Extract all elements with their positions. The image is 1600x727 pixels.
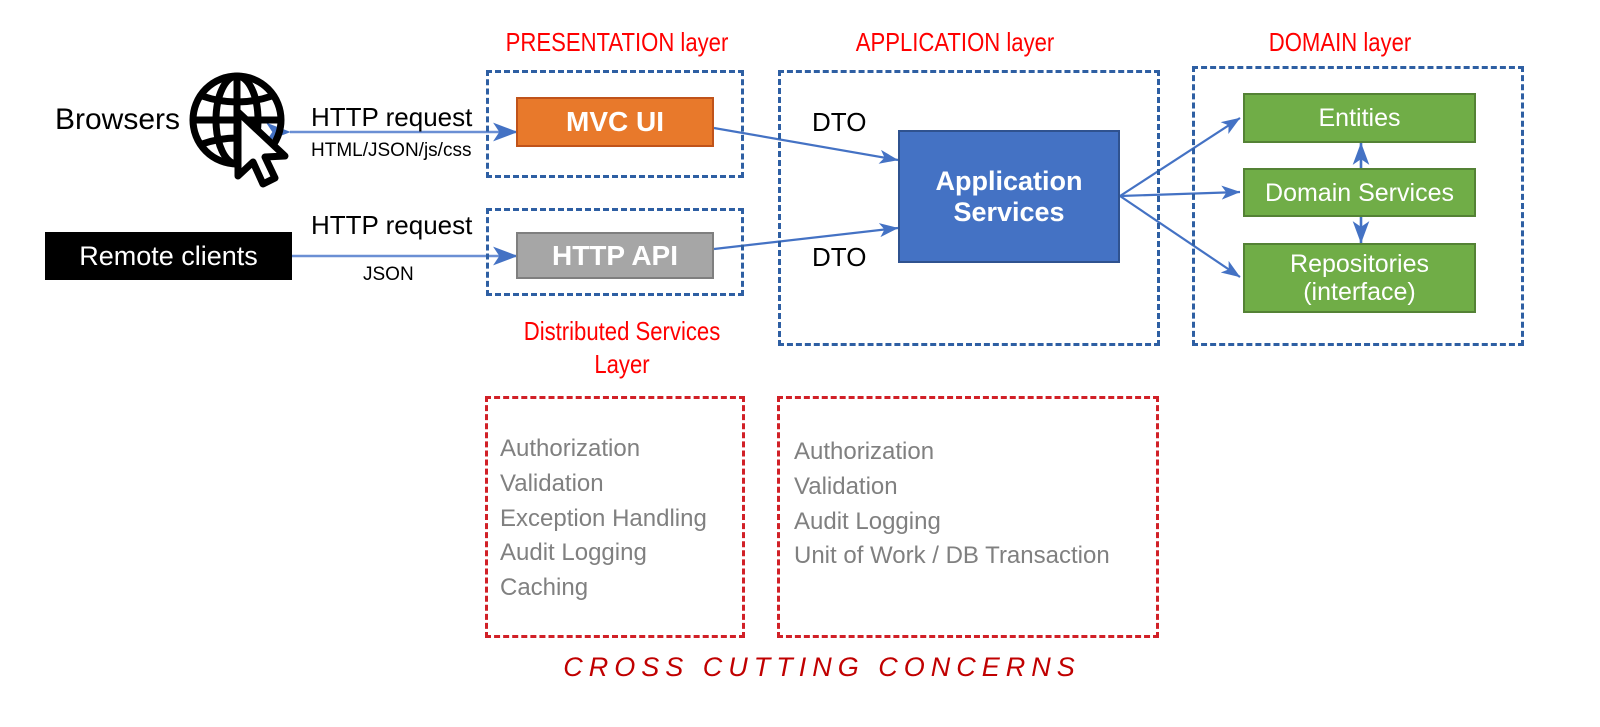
domain-services-label: Domain Services	[1265, 178, 1454, 207]
presentation-cross-cutting-list: Authorization Validation Exception Handl…	[500, 432, 707, 606]
ccc-item: Validation	[794, 472, 898, 500]
dto-bottom-label: DTO	[812, 242, 867, 272]
application-services-label: Application Services	[935, 166, 1083, 227]
presentation-api-container	[486, 208, 744, 296]
application-layer-container	[778, 70, 1160, 346]
application-cross-cutting-box	[777, 396, 1159, 638]
presentation-layer-title: PRESENTATION layer	[505, 27, 729, 57]
repositories-label: Repositories (interface)	[1290, 250, 1429, 306]
ccc-item: Audit Logging	[794, 507, 941, 535]
presentation-cross-cutting-box	[485, 396, 745, 638]
ccc-item: Unit of Work / DB Transaction	[794, 542, 1110, 570]
remote-clients-label: Remote clients	[79, 240, 258, 271]
http-api-box: HTTP API	[516, 232, 714, 279]
entities-label: Entities	[1318, 104, 1401, 132]
entities-box: Entities	[1243, 93, 1476, 143]
ccc-item: Audit Logging	[500, 539, 647, 567]
repositories-box: Repositories (interface)	[1243, 243, 1476, 313]
ccc-item: Authorization	[794, 438, 935, 465]
mouse-cursor-icon	[234, 108, 289, 188]
domain-layer-title: DOMAIN layer	[1268, 27, 1412, 57]
ccc-item: Caching	[500, 574, 589, 602]
application-cross-cutting-list: Authorization Validation Audit Logging U…	[794, 435, 1110, 574]
mvc-ui-box: MVC UI	[516, 97, 714, 147]
ccc-item: Exception Handling	[500, 504, 707, 532]
ccc-item: Authorization	[500, 435, 641, 462]
cross-cutting-concerns-banner: CROSS CUTTING CONCERNS	[563, 652, 1081, 682]
domain-layer-container	[1192, 66, 1524, 346]
remote-clients-box: Remote clients	[45, 232, 292, 280]
domain-services-box: Domain Services	[1243, 168, 1476, 217]
dto-top-label: DTO	[812, 107, 867, 137]
client-response-label: JSON	[363, 264, 414, 285]
presentation-mvc-container	[486, 70, 744, 178]
browser-request-label: HTTP request	[311, 102, 473, 132]
application-layer-title: APPLICATION layer	[855, 27, 1055, 57]
http-api-label: HTTP API	[551, 239, 678, 271]
client-request-label: HTTP request	[311, 210, 473, 240]
mvc-ui-label: MVC UI	[566, 106, 664, 138]
browser-response-label: HTML/JSON/js/css	[311, 140, 472, 161]
distributed-services-layer-title: Distributed Services Layer	[523, 316, 721, 379]
browsers-label: Browsers	[55, 103, 181, 136]
application-services-box: Application Services	[898, 130, 1120, 263]
ccc-item: Validation	[500, 469, 604, 497]
